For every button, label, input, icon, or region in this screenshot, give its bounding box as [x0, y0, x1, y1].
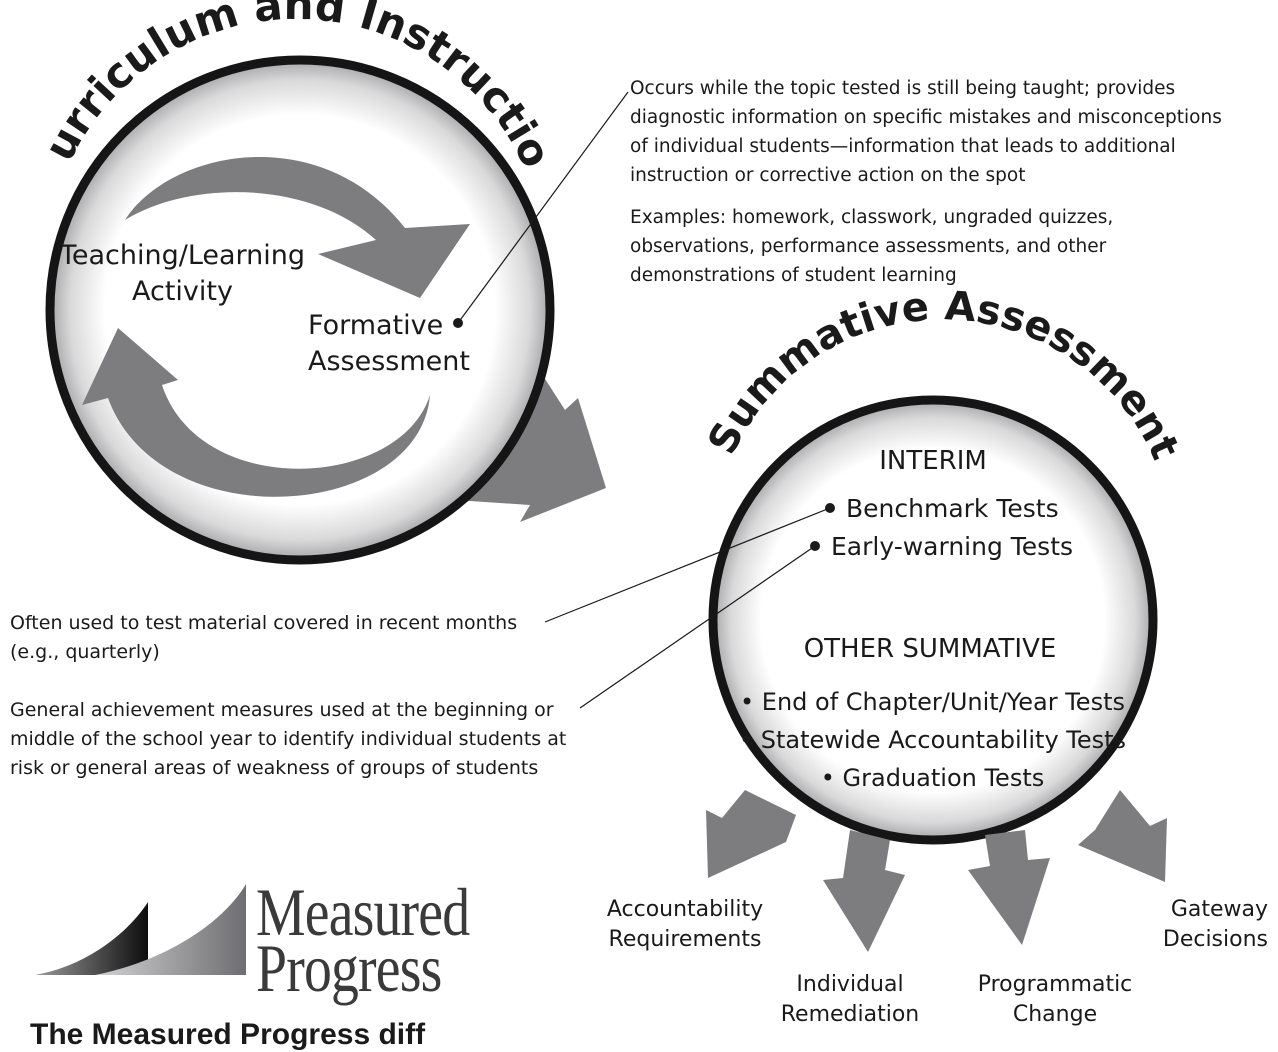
gateway-line2: Decisions	[1162, 927, 1268, 952]
logo-dark-wedge	[35, 902, 148, 975]
accountability-line2: Requirements	[608, 927, 762, 952]
formative-label: Formative Assessment	[308, 308, 470, 380]
logo-line2: Progress	[256, 930, 442, 1006]
earlywarning-note-line1: General achievement measures used at the…	[10, 699, 554, 721]
graduation-tests-item: Graduation Tests	[842, 764, 1045, 792]
summative-circle	[708, 395, 1158, 845]
cycle-arrow-bottom	[82, 328, 430, 497]
remediation-line2: Remediation	[780, 1002, 920, 1027]
benchmark-note: Often used to test material covered in r…	[10, 609, 517, 667]
outcome-arrow-remediation	[823, 830, 905, 952]
individual-remediation-label: Individual Remediation	[765, 970, 935, 1030]
programmatic-change-label: Programmatic Change	[960, 970, 1150, 1030]
accountability-line1: Accountability	[606, 897, 764, 922]
gateway-line1: Gateway	[1170, 897, 1268, 922]
programmatic-line2: Change	[1012, 1002, 1098, 1027]
other-summative-list: • End of Chapter/Unit/Year Tests • State…	[730, 683, 1135, 797]
gateway-decisions-label: Gateway Decisions	[1140, 895, 1268, 955]
outcome-arrow-accountability	[706, 790, 796, 878]
formative-note-line3: of individual students—information that …	[630, 136, 1176, 157]
logo-line1: Measured	[256, 874, 470, 950]
formative-note-line4: instruction or corrective action on the …	[630, 165, 1026, 186]
benchmark-leader	[544, 507, 831, 623]
logo-light-wedge	[95, 884, 246, 975]
logo-wordmark: Measured Progress	[256, 874, 470, 1006]
formative-line1: Formative	[308, 310, 444, 341]
benchmark-note-line1: Often used to test material covered in r…	[10, 612, 518, 634]
early-warning-tests-item: Early-warning Tests	[831, 532, 1074, 561]
benchmark-tests-item: Benchmark Tests	[846, 494, 1059, 523]
formative-examples: Examples: homework, classwork, ungraded …	[630, 203, 1113, 290]
other-item-row: • End of Chapter/Unit/Year Tests	[740, 688, 1125, 716]
tagline: The Measured Progress diff	[30, 1018, 426, 1051]
statewide-accountability-tests-item: Statewide Accountability Tests	[760, 726, 1127, 754]
benchmark-note-line2: (e.g., quarterly)	[10, 641, 160, 663]
earlywarning-note-line3: risk or general areas of weakness of gro…	[10, 757, 539, 779]
formative-note: Occurs while the topic tested is still b…	[630, 74, 1222, 190]
formative-examples-line3: demonstrations of student learning	[630, 265, 957, 286]
earlywarning-note: General achievement measures used at the…	[10, 696, 566, 783]
cycle-arrow-top	[125, 156, 470, 298]
earlywarning-note-line2: middle of the school year to identify in…	[10, 728, 567, 750]
interim-heading: INTERIM	[879, 446, 987, 476]
formative-leader	[457, 91, 629, 324]
other-item-row: • Statewide Accountability Tests	[738, 726, 1127, 754]
formative-note-line2: diagnostic information on specific mista…	[630, 107, 1222, 128]
other-item-row: • Graduation Tests	[820, 764, 1045, 792]
teaching-activity-label: Teaching/Learning Activity	[55, 238, 310, 310]
earlywarning-leader	[579, 545, 816, 709]
formative-examples-line1: Examples: homework, classwork, ungraded …	[630, 207, 1114, 228]
teaching-line1: Teaching/Learning	[59, 240, 306, 271]
formative-examples-line2: observations, performance assessments, a…	[630, 236, 1107, 257]
outcome-arrow-gateway	[1078, 790, 1167, 882]
outcome-arrow-programmatic	[968, 830, 1050, 945]
programmatic-line1: Programmatic	[977, 972, 1133, 997]
other-summative-heading: OTHER SUMMATIVE	[803, 634, 1057, 664]
formative-note-line1: Occurs while the topic tested is still b…	[630, 78, 1176, 99]
accountability-requirements-label: Accountability Requirements	[590, 895, 780, 955]
end-of-chapter-tests-item: End of Chapter/Unit/Year Tests	[761, 688, 1125, 716]
formative-line2: Assessment	[308, 346, 470, 377]
teaching-line2: Activity	[132, 276, 233, 307]
remediation-line1: Individual	[796, 972, 904, 997]
